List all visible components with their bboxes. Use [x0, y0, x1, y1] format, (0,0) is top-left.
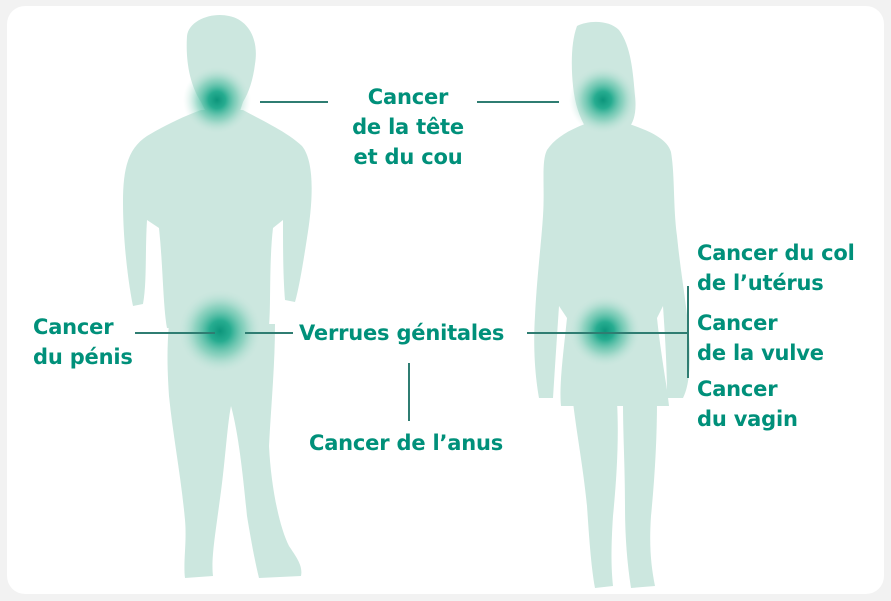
label-vagina-line2: du vagin: [697, 407, 798, 431]
hotspot-man-genital: [178, 289, 262, 373]
diagram-card: Cancer de la tête et du cou Cancer du pé…: [7, 6, 884, 594]
label-vagina-line1: Cancer: [697, 377, 778, 401]
label-vulva-line2: de la vulve: [697, 341, 824, 365]
label-penis: Cancer du pénis: [33, 312, 133, 372]
line-penis: [135, 332, 215, 334]
line-woman-to-bracket: [627, 332, 687, 334]
label-cervix-line2: de l’utérus: [697, 271, 824, 295]
woman-silhouette: [534, 21, 690, 588]
hotspot-woman-head: [569, 66, 637, 134]
hotspot-man-head: [183, 66, 251, 134]
label-penis-line2: du pénis: [33, 345, 133, 369]
label-head-neck-line2: de la tête: [352, 115, 464, 139]
label-anus: Cancer de l’anus: [309, 431, 504, 455]
line-warts-right: [527, 332, 627, 334]
label-vulva: Cancer de la vulve: [697, 308, 824, 368]
label-vulva-line1: Cancer: [697, 311, 778, 335]
hotspot-woman-genital: [569, 295, 641, 367]
line-woman-head: [477, 101, 559, 103]
line-warts-anus: [408, 363, 410, 421]
label-vagina: Cancer du vagin: [697, 374, 798, 434]
label-cervix-line1: Cancer du col: [697, 241, 855, 265]
label-head-neck-line3: et du cou: [353, 145, 463, 169]
label-penis-line1: Cancer: [33, 315, 114, 339]
label-genital-warts: Verrues génitales: [299, 321, 505, 345]
label-head-neck-line1: Cancer: [367, 85, 449, 109]
silhouettes: [123, 14, 690, 588]
label-head-neck: Cancer de la tête et du cou: [343, 82, 473, 172]
line-warts-left: [245, 332, 293, 334]
label-cervix: Cancer du col de l’utérus: [697, 238, 855, 298]
line-man-head: [260, 101, 328, 103]
line-woman-bracket: [687, 286, 689, 378]
